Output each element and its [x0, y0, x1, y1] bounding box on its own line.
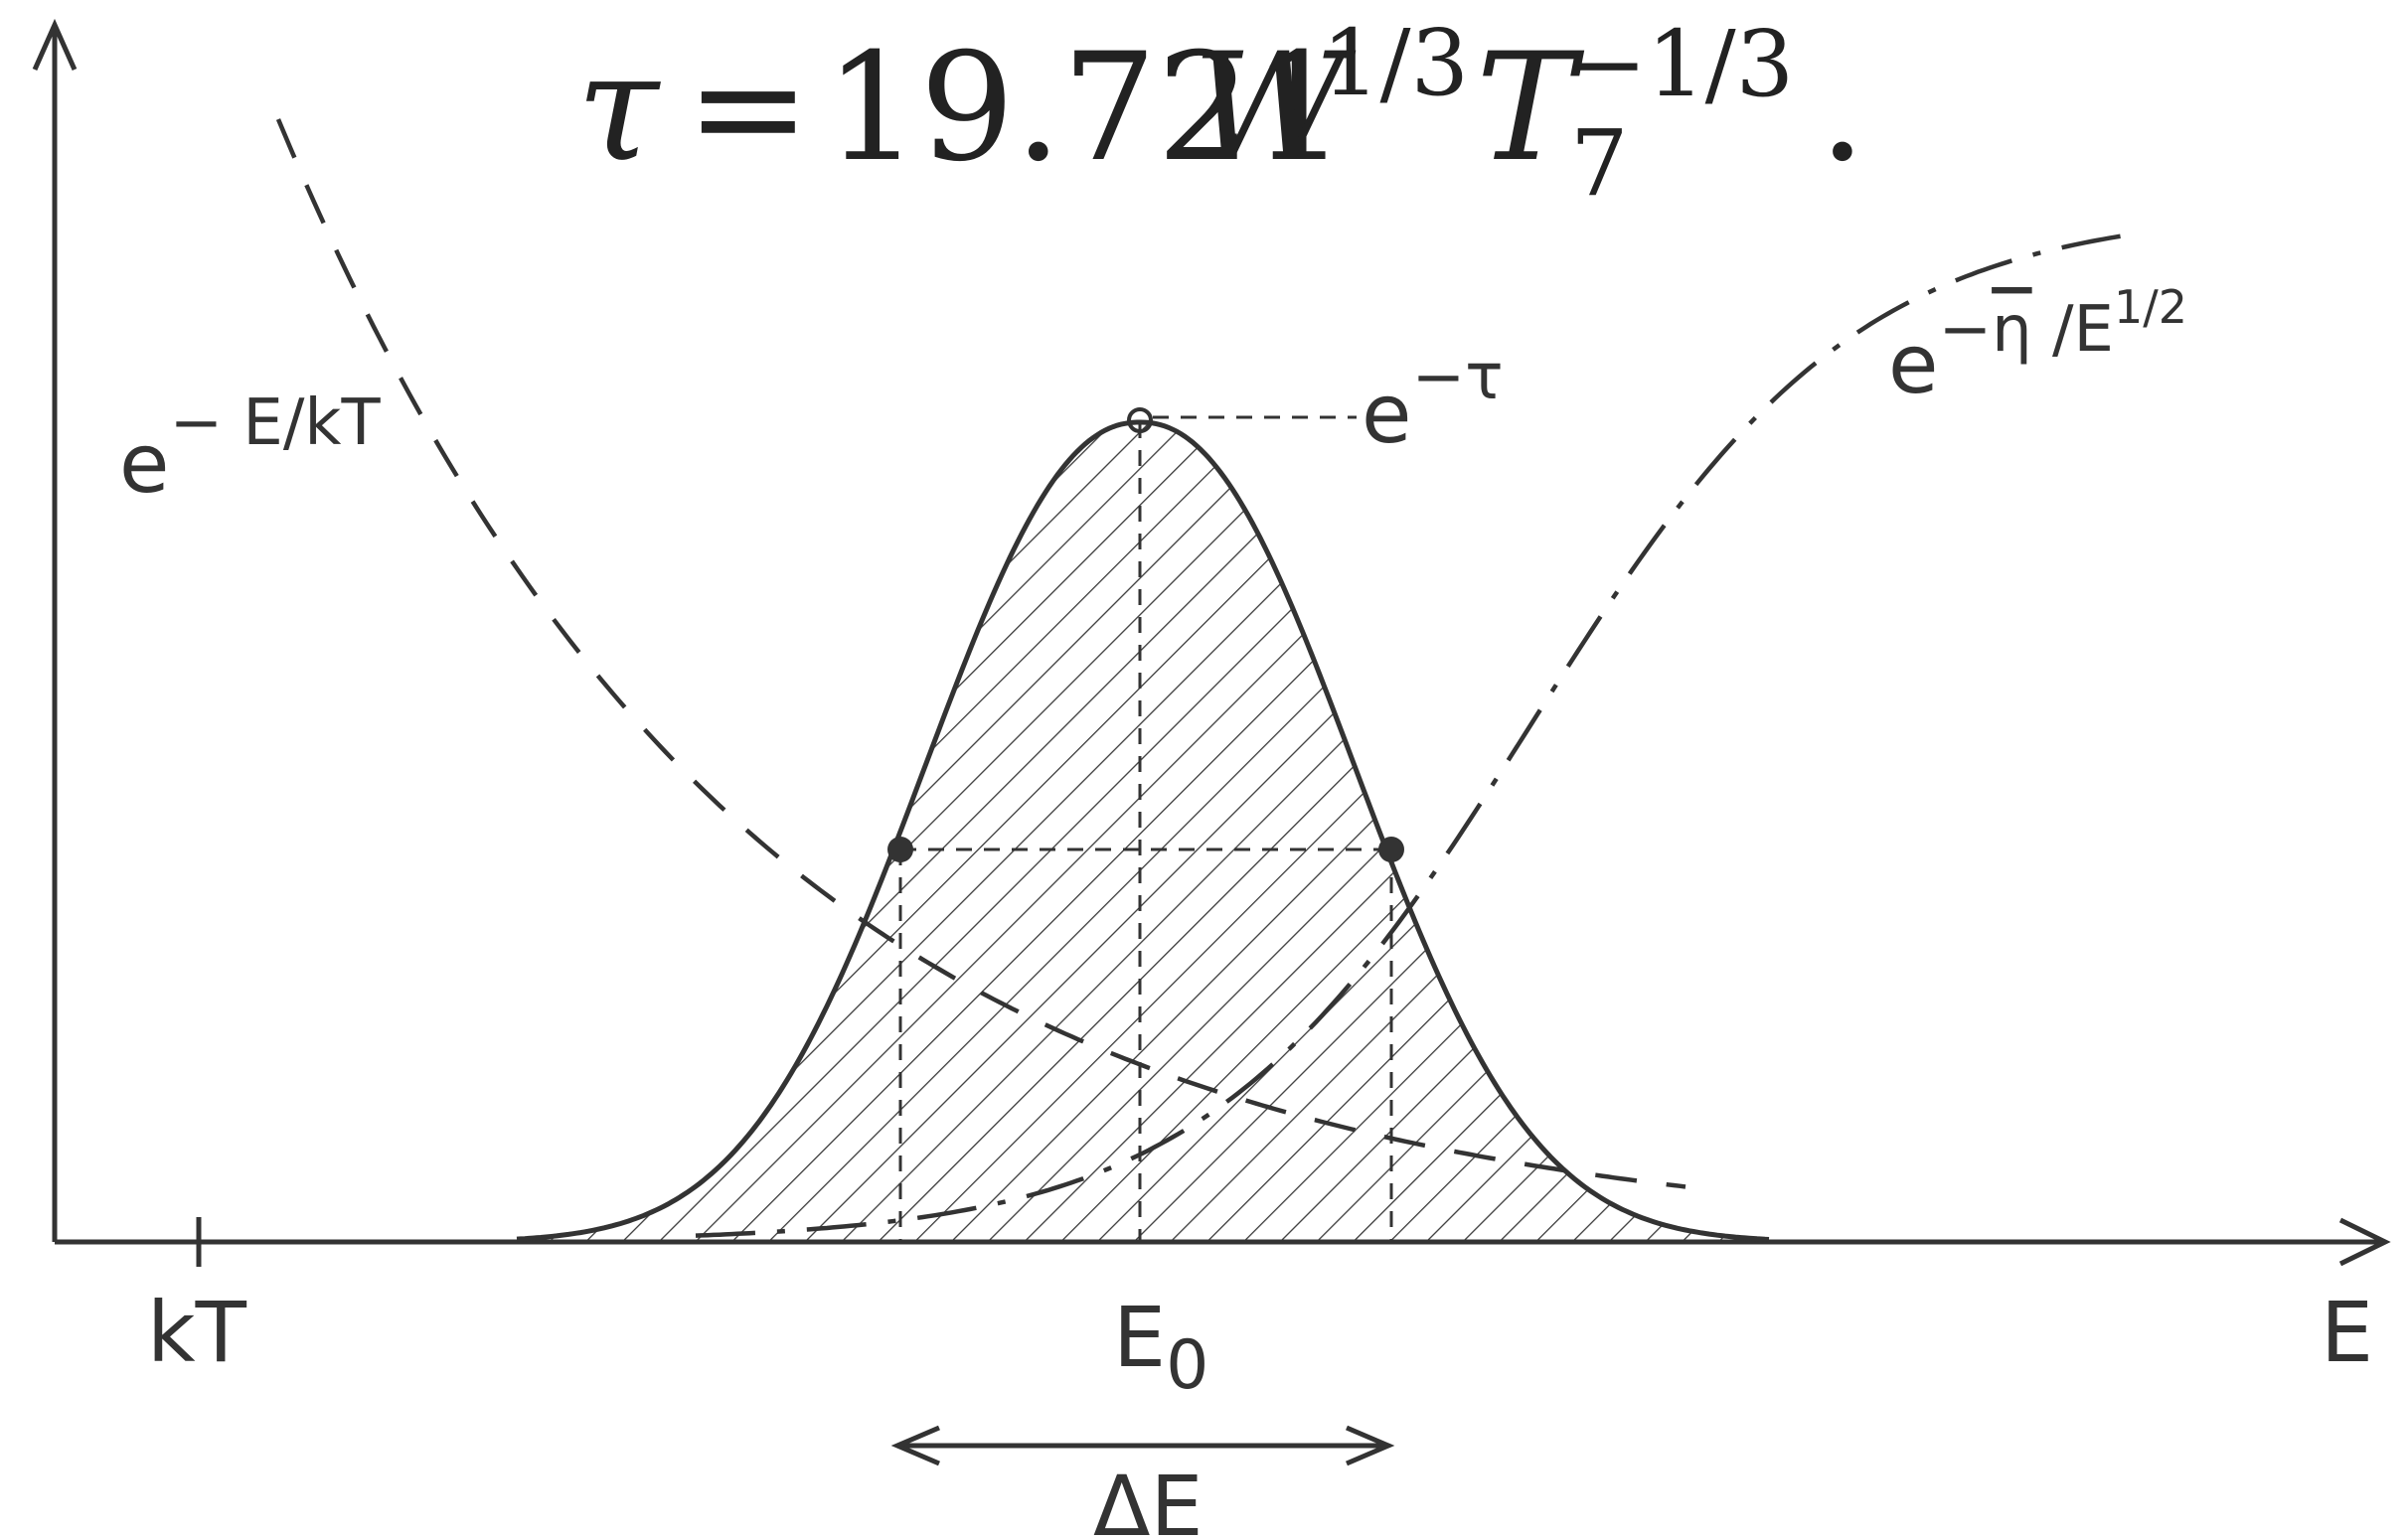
equation: τ = 19.721 W 1/3 T 7 −1/3 . [576, 0, 1866, 231]
delta-e-arrow [890, 1425, 1395, 1466]
y-axis-arrowhead [32, 18, 78, 72]
axes [32, 18, 2391, 1267]
boltzmann-curve [275, 118, 1686, 1189]
peak-label: e−τ [1362, 341, 1504, 462]
x-axis-arrowhead [2338, 1217, 2391, 1267]
peak-point [1127, 407, 1153, 433]
reference-lines [898, 415, 1393, 1242]
kt-tick-label: kT [147, 1284, 247, 1381]
hatched-area [517, 422, 1769, 1242]
left-half-point [887, 837, 913, 862]
energy-axis-label: E [2321, 1284, 2373, 1381]
delta-e-label: ΔE [1093, 1458, 1204, 1540]
right-half-point [1378, 837, 1404, 862]
tunneling-label: e−η /E1/2 [1888, 280, 2187, 412]
e0-tick-label: E0 [1113, 1289, 1208, 1405]
boltzmann-label: e− E/kT [119, 386, 381, 512]
gamow-peak-curve [516, 419, 1770, 1242]
